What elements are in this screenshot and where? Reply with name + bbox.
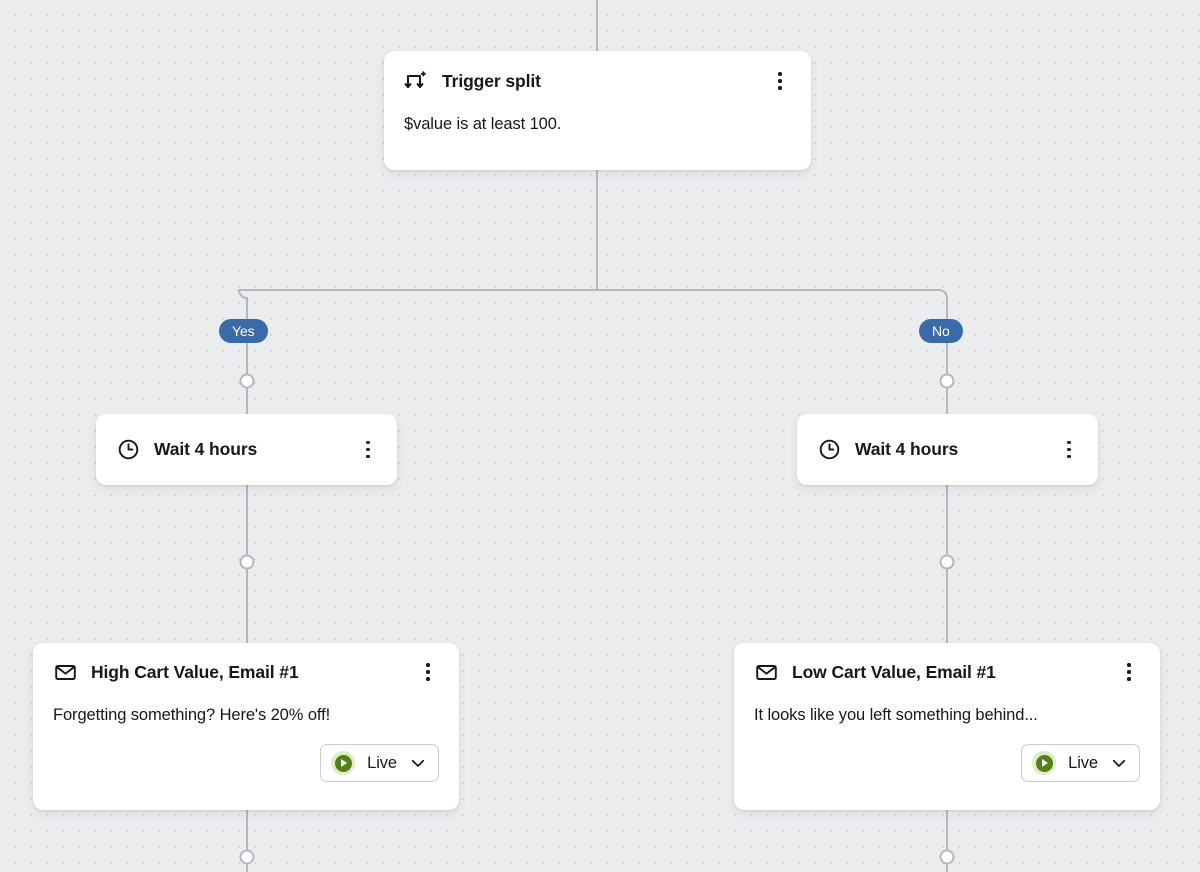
connector-handle-yes-bottom (239, 849, 255, 865)
branch-label-yes[interactable]: Yes (219, 319, 268, 343)
node-header: Wait 4 hours (817, 438, 1080, 462)
status-label: Live (1068, 753, 1098, 772)
node-header: High Cart Value, Email #1 (53, 660, 439, 684)
play-circle-icon (1032, 751, 1057, 775)
node-menu-button[interactable] (357, 438, 379, 462)
email-preview-text: It looks like you left something behind.… (754, 706, 1038, 724)
node-header: Low Cart Value, Email #1 (754, 660, 1140, 684)
node-wait-no[interactable]: Wait 4 hours (797, 414, 1098, 485)
status-row: Live (754, 744, 1140, 782)
clock-icon (817, 438, 841, 462)
envelope-icon (754, 660, 778, 684)
node-header: Wait 4 hours (116, 438, 379, 462)
node-title: Trigger split (442, 70, 541, 91)
node-trigger-split[interactable]: Trigger split $value is at least 100. (384, 51, 811, 170)
connector-handle-yes-top (239, 373, 255, 389)
connector-handle-yes-mid (239, 554, 255, 570)
node-email-no[interactable]: Low Cart Value, Email #1 It looks like y… (734, 643, 1160, 810)
node-menu-button[interactable] (1058, 438, 1080, 462)
node-title: Wait 4 hours (855, 439, 959, 459)
envelope-icon (53, 660, 77, 684)
status-select[interactable]: Live (320, 744, 439, 782)
branch-label-no[interactable]: No (919, 319, 963, 343)
status-row: Live (53, 744, 439, 782)
node-header: Trigger split (404, 69, 791, 93)
node-condition-text: $value is at least 100. (404, 115, 562, 133)
node-title: High Cart Value, Email #1 (91, 661, 299, 682)
split-branch-icon (404, 69, 428, 93)
status-label: Live (367, 753, 397, 772)
node-title: Low Cart Value, Email #1 (792, 661, 996, 682)
connector-handle-no-top (939, 373, 955, 389)
email-preview-text: Forgetting something? Here's 20% off! (53, 706, 331, 724)
clock-icon (116, 438, 140, 462)
node-menu-button[interactable] (769, 69, 791, 93)
play-circle-icon (331, 751, 356, 775)
connector-handle-no-bottom (939, 849, 955, 865)
chevron-down-icon[interactable] (1110, 754, 1128, 772)
status-select[interactable]: Live (1021, 744, 1140, 782)
connector-handle-no-mid (939, 554, 955, 570)
edge-branch-yes (237, 289, 597, 414)
node-menu-button[interactable] (417, 660, 439, 684)
node-wait-yes[interactable]: Wait 4 hours (96, 414, 397, 485)
edge-branch-no (597, 289, 948, 414)
node-menu-button[interactable] (1118, 660, 1140, 684)
chevron-down-icon[interactable] (409, 754, 427, 772)
node-email-yes[interactable]: High Cart Value, Email #1 Forgetting som… (33, 643, 459, 810)
node-title: Wait 4 hours (154, 439, 258, 459)
